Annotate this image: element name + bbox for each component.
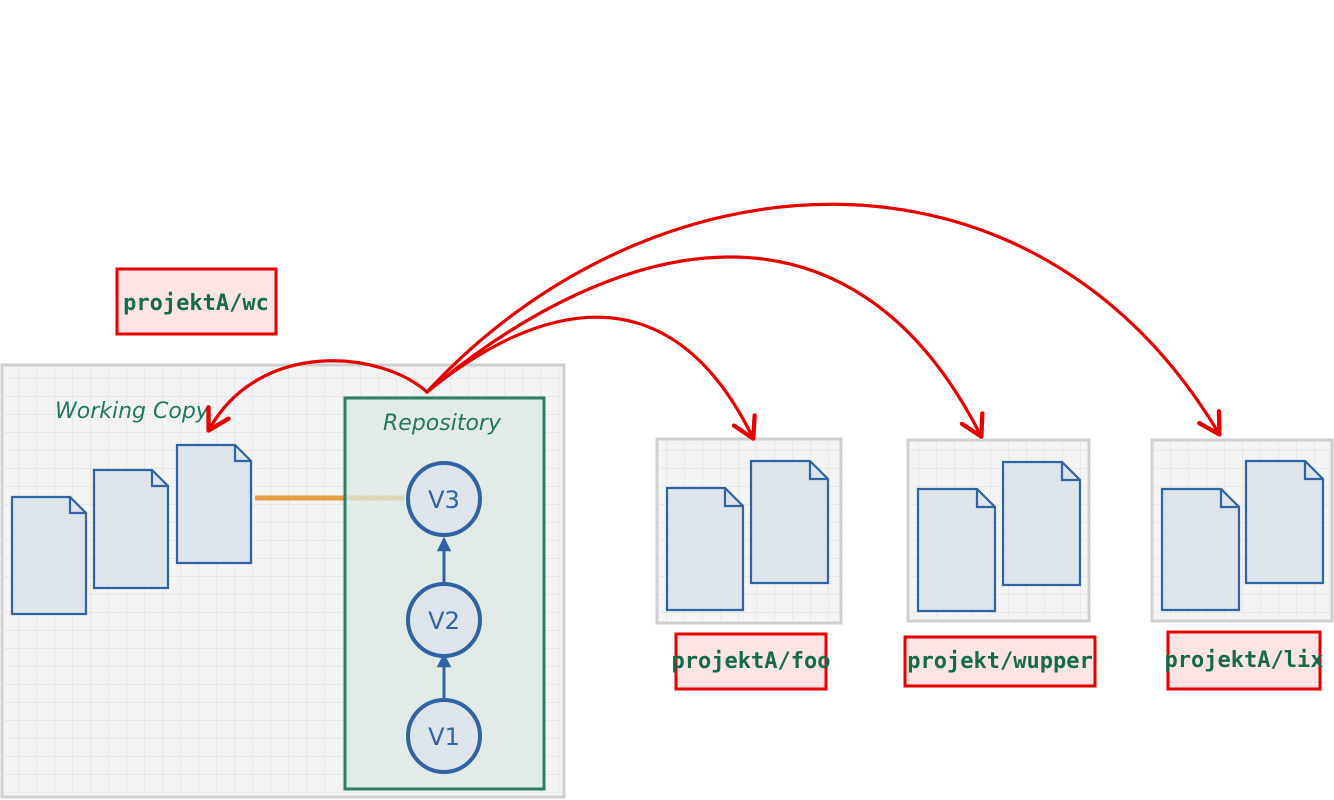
target-panel-lix [1150, 438, 1334, 623]
repository-box: Repository V3 V2 V1 [343, 396, 546, 791]
working-copy-panel: Working Copy Repository V3 [0, 363, 566, 799]
arrow-to-lix [425, 202, 1222, 437]
wc-label: projektA/wc [115, 267, 278, 336]
arrow-to-foo [425, 315, 757, 441]
target-label-wupper: projekt/wupper [903, 635, 1097, 688]
version-label: V2 [428, 607, 460, 635]
version-node-v2: V2 [406, 582, 482, 658]
wc-file-1 [10, 495, 88, 616]
working-copy-title: Working Copy [55, 399, 210, 424]
version-node-v1: V1 [406, 698, 482, 774]
target-panel-wupper [906, 438, 1091, 623]
repository-title: Repository [383, 411, 502, 436]
version-node-v3: V3 [406, 461, 482, 537]
arrow-to-wupper [425, 255, 985, 439]
target-label-text: projekt/wupper [907, 649, 1092, 674]
target-label-foo: projektA/foo [672, 632, 831, 691]
version-label: V3 [428, 486, 460, 514]
arrow-to-working-copy [206, 359, 429, 433]
target-label-text: projektA/foo [672, 649, 831, 674]
target-label-text: projektA/lix [1165, 648, 1324, 673]
wc-label-text: projektA/wc [123, 291, 269, 316]
version-label: V1 [428, 723, 460, 751]
wc-file-2 [92, 468, 170, 590]
target-label-lix: projektA/lix [1165, 630, 1324, 691]
target-panel-foo [655, 437, 843, 625]
wc-file-3 [175, 443, 253, 565]
